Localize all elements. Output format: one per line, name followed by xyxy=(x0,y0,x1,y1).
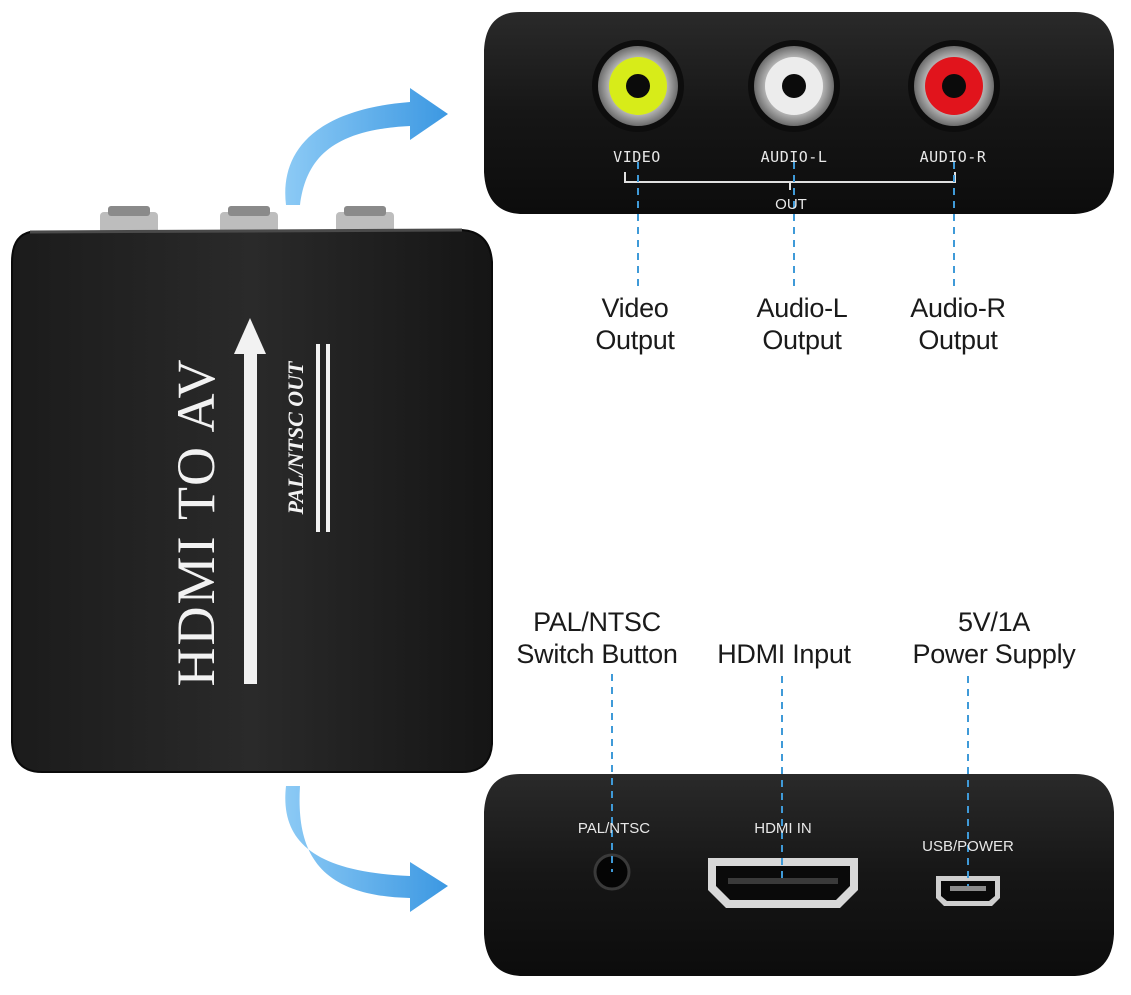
callout-lines xyxy=(611,162,969,886)
rca-jack-icon xyxy=(592,40,684,132)
device-up-arrow xyxy=(234,318,266,684)
callout-video-output: Video Output xyxy=(572,292,698,356)
curved-arrow-icon xyxy=(285,88,448,205)
callout-line: Power Supply xyxy=(912,639,1076,669)
port-label-video: VIDEO xyxy=(613,148,661,166)
callout-switch-button: PAL/NTSC Switch Button xyxy=(502,606,692,670)
port-label-audio-r: AUDIO-R xyxy=(919,148,987,166)
out-group-label: OUT xyxy=(775,196,807,213)
callout-line: 5V/1A xyxy=(957,607,1031,637)
callout-hdmi-input: HDMI Input xyxy=(704,638,864,670)
callout-line: Output xyxy=(595,325,675,355)
curved-arrow-icon xyxy=(285,786,448,912)
mini-usb-icon xyxy=(936,876,1000,906)
callout-line: PAL/NTSC xyxy=(533,607,661,637)
callout-line: Audio-L xyxy=(756,293,848,323)
usb-panel-label: USB/POWER xyxy=(922,838,1014,855)
converter-body xyxy=(11,206,493,773)
callout-line: Switch Button xyxy=(516,639,678,669)
callout-line: Audio-R xyxy=(910,293,1006,323)
callout-audio-l-output: Audio-L Output xyxy=(736,292,868,356)
bottom-input-panel xyxy=(484,774,1114,976)
callout-line: Video xyxy=(601,293,669,323)
device-title: HDMI TO AV xyxy=(166,357,226,687)
callout-power-supply: 5V/1A Power Supply xyxy=(896,606,1092,670)
switch-panel-label: PAL/NTSC xyxy=(577,820,651,837)
hdmi-panel-label: HDMI IN xyxy=(754,820,812,837)
hdmi-port-icon xyxy=(708,858,858,908)
callout-line: Output xyxy=(762,325,842,355)
callout-line: Output xyxy=(918,325,998,355)
callout-line: HDMI Input xyxy=(717,639,851,669)
port-label-audio-l: AUDIO-L xyxy=(760,148,828,166)
rca-jack-icon xyxy=(748,40,840,132)
callout-audio-r-output: Audio-R Output xyxy=(892,292,1024,356)
rca-jack-icon xyxy=(908,40,1000,132)
device-subtitle: PAL/NTSC OUT xyxy=(283,361,308,515)
top-output-panel xyxy=(484,12,1114,214)
